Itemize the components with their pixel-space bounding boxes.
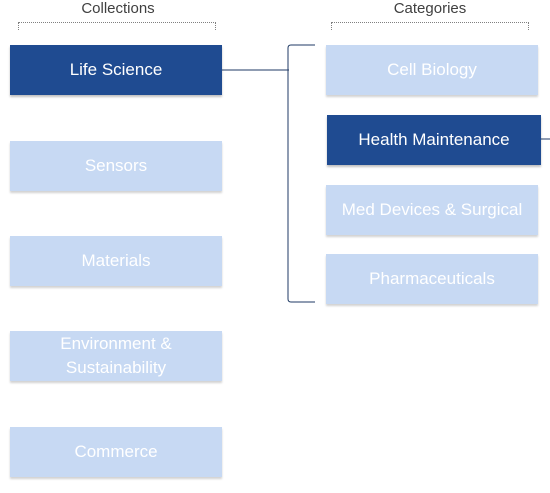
collection-life-science[interactable]: Life Science [10,45,222,95]
collection-label: Sensors [84,156,148,175]
collection-environment-sustainability[interactable]: Environment & Sustainability [10,331,222,381]
collection-label: Life Science [69,60,163,79]
category-bracket [287,44,315,303]
categories-heading: Categories [393,0,467,17]
category-health-maintenance[interactable]: Health Maintenance [327,115,541,165]
collections-heading-bracket [18,22,216,30]
collection-label: Commerce [74,442,158,461]
collection-materials[interactable]: Materials [10,236,222,286]
category-label: Pharmaceuticals [369,269,495,288]
collection-commerce[interactable]: Commerce [10,427,222,477]
collection-label: Environment & Sustainability [60,334,172,377]
categories-heading-bracket [331,22,529,30]
collection-label: Materials [81,251,151,270]
category-cell-biology[interactable]: Cell Biology [326,45,538,95]
category-med-devices-surgical[interactable]: Med Devices & Surgical [326,185,538,235]
collection-sensors[interactable]: Sensors [10,141,222,191]
category-label: Health Maintenance [358,130,510,149]
collections-heading: Collections [81,0,155,17]
category-label: Cell Biology [387,60,477,79]
category-pharmaceuticals[interactable]: Pharmaceuticals [326,254,538,304]
category-label: Med Devices & Surgical [341,200,523,219]
